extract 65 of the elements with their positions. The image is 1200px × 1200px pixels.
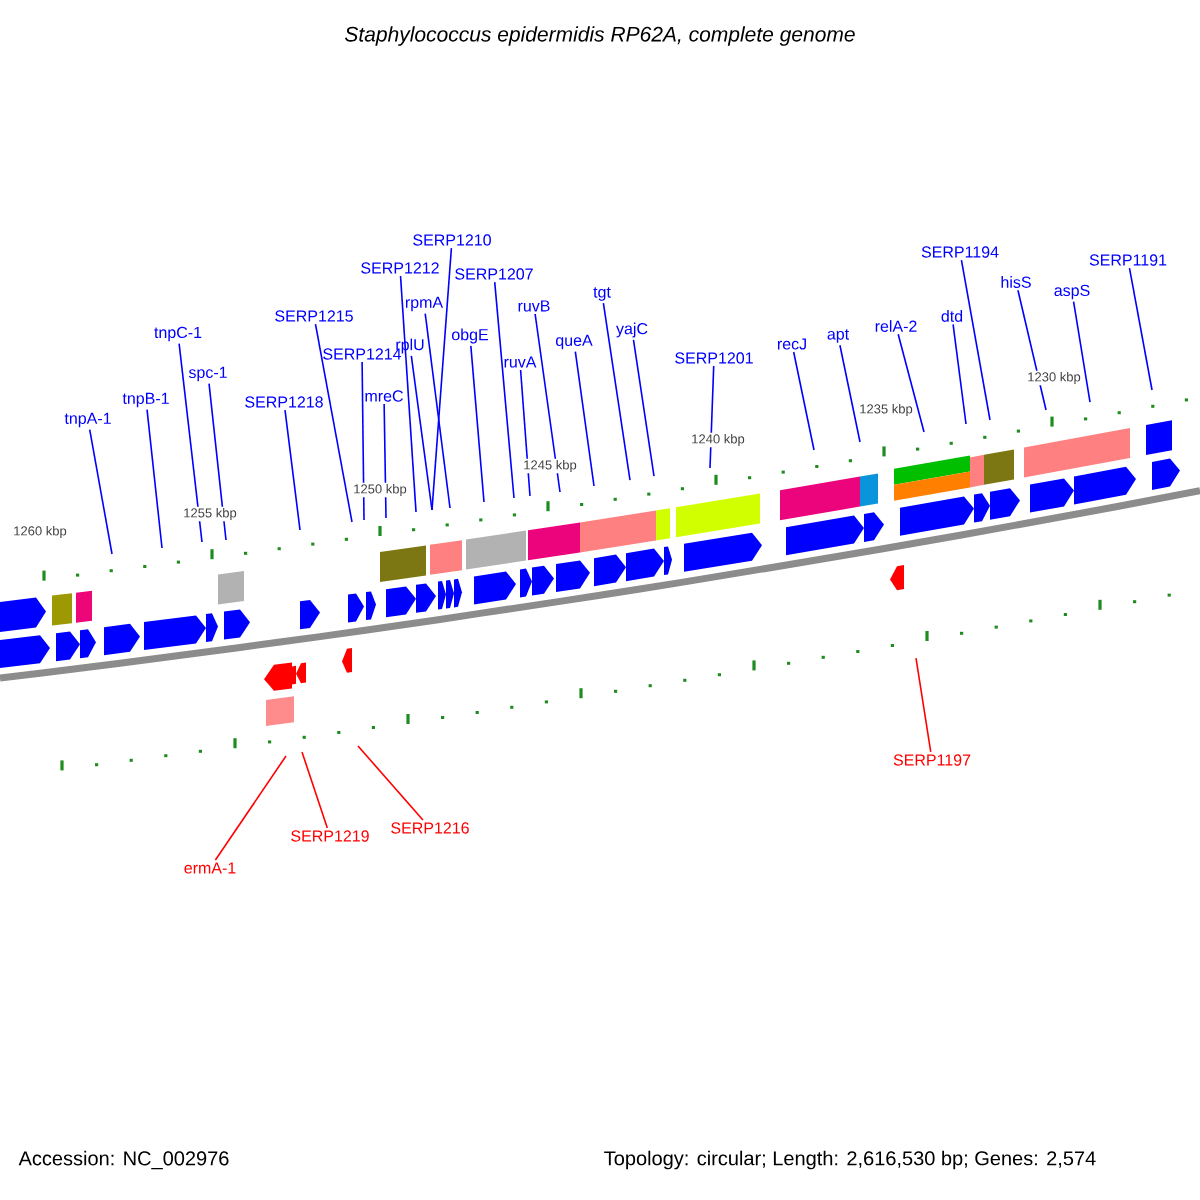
leader-line xyxy=(1128,267,1153,391)
gene-label: ruvA xyxy=(504,356,537,368)
leader-line xyxy=(839,344,861,443)
gene-label: SERP1212 xyxy=(361,262,439,274)
leader-line xyxy=(534,313,561,493)
gene-label: tnpB-1 xyxy=(122,392,169,408)
gene-label: dtd xyxy=(941,310,963,322)
gene-label: apt xyxy=(827,329,849,343)
gene-label: SERP1201 xyxy=(675,352,753,364)
gene-label: ruvB xyxy=(518,300,550,312)
gene-label: hisS xyxy=(1001,276,1031,288)
gene-label: SERP1207 xyxy=(455,268,533,280)
leader-line xyxy=(361,361,365,521)
gene-label: yajC xyxy=(616,322,648,338)
gene-label: obgE xyxy=(452,328,488,344)
gene-label: SERP1210 xyxy=(413,234,491,246)
gene-label: ermA-1 xyxy=(184,862,236,874)
gene-label: SERP1197 xyxy=(893,754,971,766)
gene-label: SERP1219 xyxy=(291,830,369,842)
leader-line xyxy=(952,323,967,425)
gene-label: tnpC-1 xyxy=(154,326,202,342)
gene-label: SERP1216 xyxy=(391,822,469,834)
leader-line xyxy=(146,408,163,549)
leader-line xyxy=(357,745,424,821)
leader-line xyxy=(431,247,453,511)
leader-line xyxy=(301,751,329,829)
leader-line xyxy=(314,323,353,523)
footer-text: Topology: circular; Length: 2,616,530 bp; Genes: 2,574 xyxy=(604,1150,1096,1170)
leader-line xyxy=(88,428,113,555)
leader-line xyxy=(602,302,631,481)
leader-line xyxy=(1072,300,1091,403)
leader-line xyxy=(792,351,815,451)
leader-line xyxy=(493,281,515,499)
gene-label: recJ xyxy=(777,338,806,350)
leader-line xyxy=(1017,289,1047,411)
leader-line xyxy=(214,755,287,861)
leader-line xyxy=(208,382,227,541)
gene-label: mreC xyxy=(365,390,403,402)
leader-line xyxy=(897,333,925,433)
gene-label: relA-2 xyxy=(875,320,917,332)
leader-line xyxy=(399,275,417,513)
leader-line xyxy=(470,345,485,503)
gene-label: tgt xyxy=(593,287,611,301)
gene-label: SERP1194 xyxy=(921,246,999,258)
gene-label: spc-1 xyxy=(188,366,227,382)
gene-label: rpmA xyxy=(405,296,444,312)
gene-label: aspS xyxy=(1054,284,1090,300)
footer-text: Accession: NC_002976 xyxy=(18,1150,229,1170)
leader-line xyxy=(519,369,531,497)
leader-line xyxy=(574,350,595,487)
leader-line xyxy=(178,342,203,543)
leader-line xyxy=(960,259,991,421)
leader-line xyxy=(915,657,932,753)
leader-line xyxy=(284,409,301,531)
leader-line xyxy=(632,339,655,477)
leader-line xyxy=(424,312,451,509)
gene-label: queA xyxy=(556,334,593,350)
leader-line xyxy=(383,403,387,519)
leader-line xyxy=(410,355,433,511)
title: Staphylococcus epidermidis RP62A, complete genome xyxy=(344,26,855,46)
gene-label: SERP1214 xyxy=(323,348,402,360)
gene-label: tnpA-1 xyxy=(64,412,111,428)
gene-label: SERP1215 xyxy=(275,310,353,322)
gene-label: SERP1191 xyxy=(1089,254,1167,266)
gene-label: SERP1218 xyxy=(245,396,323,408)
